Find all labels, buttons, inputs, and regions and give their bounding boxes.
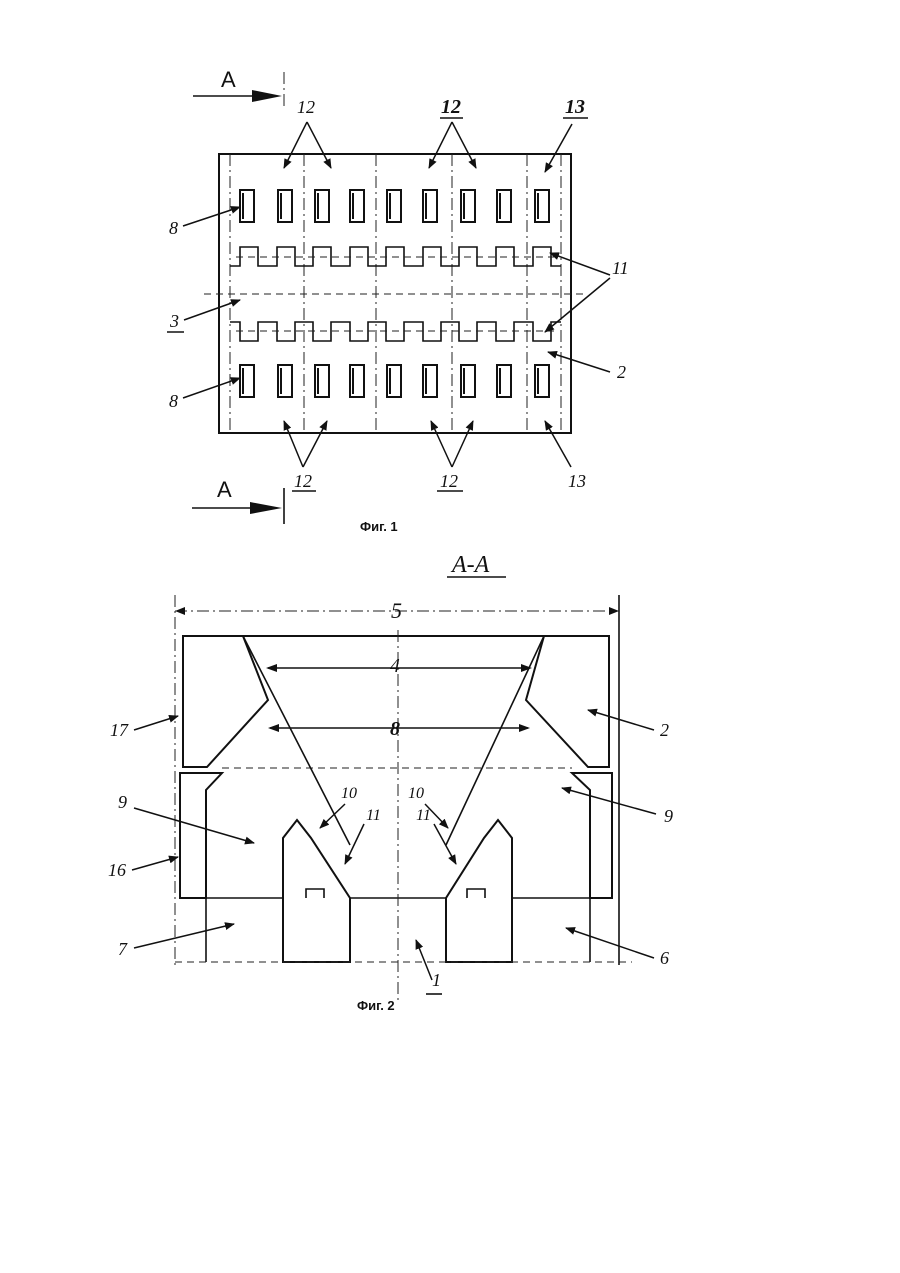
label-11-left: 11 [366,807,381,824]
fig1-openings-bottom [240,365,549,397]
label-16: 16 [108,860,126,880]
label-1: 1 [432,970,441,990]
dim-5-label: 5 [391,598,402,623]
label-3: 3 [169,311,179,331]
label-17: 17 [110,720,129,740]
label-13-top: 13 [565,96,585,118]
wedge-right [446,820,512,962]
figure-1: A A [167,67,629,534]
section-marker-bottom: A [217,477,232,502]
figure-2: А-А 5 4 [108,552,673,1013]
label-12-top-left: 12 [297,97,315,117]
wedge-left [283,820,350,962]
label-9-right: 9 [664,806,673,826]
label-12-top-mid: 12 [441,96,461,118]
label-10-right: 10 [408,785,424,802]
label-8-bottom: 8 [169,391,178,411]
body-right-upper [526,636,609,767]
section-marker-top: A [221,67,236,92]
label-12-bottom-mid: 12 [440,471,458,491]
body-left-upper [183,636,268,767]
label-13-bottom: 13 [568,471,586,491]
label-2-fig1: 2 [617,362,626,382]
label-8-top: 8 [169,218,178,238]
label-12-bottom-left: 12 [294,471,312,491]
label-10-left: 10 [341,785,357,802]
fig1-openings-top [240,190,549,222]
fig2-caption: Фиг. 2 [357,998,395,1013]
label-11-right: 11 [416,807,431,824]
label-7: 7 [118,939,128,959]
dim-8-label: 8 [390,718,400,740]
label-11-fig1: 11 [612,258,629,278]
dim-4-label: 4 [390,655,400,677]
fig1-caption: Фиг. 1 [360,519,398,534]
section-title: А-А [450,552,490,578]
body-left-lower [180,773,222,898]
section-arrow-bottom-head [250,502,282,514]
label-2-fig2: 2 [660,720,669,740]
label-9-left: 9 [118,792,127,812]
label-6: 6 [660,948,669,968]
section-arrow-top-head [252,90,282,102]
